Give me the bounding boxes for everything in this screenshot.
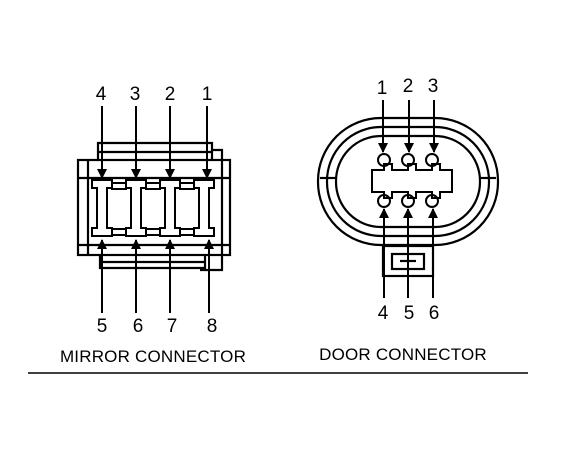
door-pin-label-3: 3 — [428, 76, 439, 97]
door-bottom-pin-leaders — [379, 208, 438, 298]
door-pin-label-1: 1 — [377, 78, 388, 99]
door-pin-label-4: 4 — [378, 303, 389, 324]
mirror-pin-label-7: 7 — [167, 316, 178, 337]
mirror-bottom-pin-leaders — [97, 239, 214, 313]
door-pin-label-5: 5 — [404, 303, 415, 324]
door-terminal-block — [371, 153, 453, 208]
door-connector: 1 2 3 4 5 6 DOOR CONNECTOR — [316, 76, 500, 364]
mirror-pin-label-1: 1 — [202, 84, 213, 105]
mirror-pin-label-5: 5 — [97, 316, 108, 337]
mirror-connector-caption: MIRROR CONNECTOR — [60, 347, 246, 366]
door-pin-label-6: 6 — [429, 303, 440, 324]
mirror-top-pin-leaders — [97, 106, 212, 179]
door-top-pin-leaders — [378, 100, 439, 153]
mirror-pin-label-3: 3 — [130, 84, 141, 105]
door-pin-label-2: 2 — [403, 76, 414, 97]
mirror-connector: 4 3 2 1 5 6 7 8 MIRROR CONNECTOR — [60, 84, 246, 366]
mirror-pin-label-6: 6 — [133, 316, 144, 337]
mirror-pin-label-8: 8 — [207, 316, 218, 337]
mirror-terminal-cavities — [91, 179, 215, 237]
door-connector-caption: DOOR CONNECTOR — [319, 345, 487, 364]
mirror-pin-label-4: 4 — [96, 84, 107, 105]
mirror-pin-label-2: 2 — [165, 84, 176, 105]
